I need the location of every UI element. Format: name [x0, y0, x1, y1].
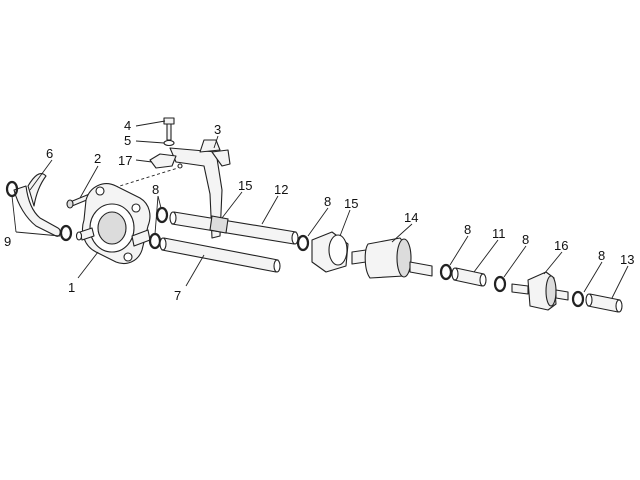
ring-part-9-right — [59, 224, 73, 242]
callout-13: 14 — [404, 210, 418, 225]
pipe-part-10 — [451, 267, 487, 287]
pipe-part-12 — [585, 293, 623, 313]
callout-14: 15 — [344, 196, 358, 211]
callout-3: 3 — [214, 122, 221, 137]
assembly-line-screw — [93, 167, 179, 195]
callout-17: 17 — [118, 153, 132, 168]
callout-4: 4 — [124, 118, 131, 133]
callout-8-pump: 8 — [152, 182, 159, 197]
callout-10: 11 — [492, 226, 506, 241]
callout-16: 16 — [554, 238, 568, 253]
cap-part-14 — [311, 231, 349, 273]
hose-part-6 — [13, 173, 61, 237]
ring-part-8-mid — [296, 234, 310, 252]
callout-11: 12 — [274, 182, 288, 197]
callout-1: 1 — [68, 280, 75, 295]
callout-12: 13 — [620, 252, 634, 267]
pipe-part-11 — [169, 211, 299, 245]
pipe-part-7 — [159, 237, 281, 273]
component-part-16 — [511, 271, 569, 311]
callout-8-filter: 8 — [464, 222, 471, 237]
bracket-part-3 — [169, 139, 231, 239]
washer-part-5 — [163, 139, 175, 147]
callout-8-mid: 8 — [324, 194, 331, 209]
callout-8-right: 8 — [598, 248, 605, 263]
ring-part-8-before-16 — [493, 275, 507, 293]
bolt-part-4 — [163, 117, 175, 141]
ring-part-8-after-filter — [439, 263, 453, 281]
callout-8-before-16: 8 — [522, 232, 529, 247]
callout-9: 9 — [4, 234, 11, 249]
ring-part-8-right — [571, 290, 585, 308]
joint-part-15 — [209, 215, 229, 234]
ring-part-8-pump-top — [155, 206, 169, 224]
filter-part-13 — [351, 237, 433, 279]
leader-lines — [11, 120, 629, 299]
callout-15: 15 — [238, 178, 252, 193]
pump-body-part-1 — [75, 183, 151, 265]
callout-6: 6 — [46, 146, 53, 161]
ring-part-8-pump-bottom — [148, 232, 162, 250]
callout-5: 5 — [124, 133, 131, 148]
callout-2: 2 — [94, 151, 101, 166]
clip-part-17 — [149, 153, 177, 169]
callout-7: 7 — [174, 288, 181, 303]
